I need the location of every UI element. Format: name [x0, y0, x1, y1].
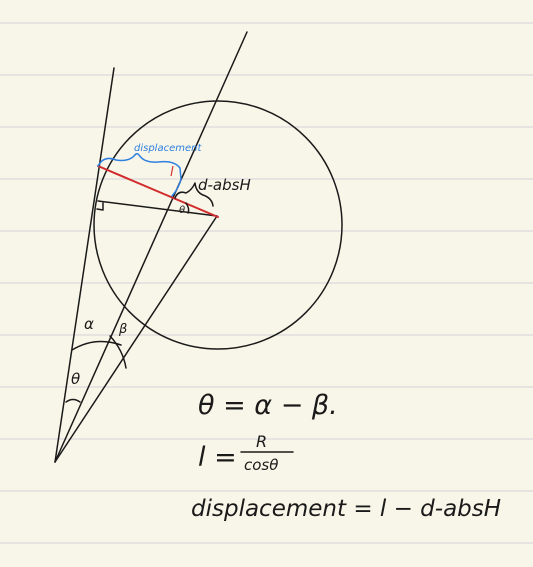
label-theta-small: θ [179, 205, 185, 216]
displacement-brace [97, 152, 182, 197]
beta-arc [109, 335, 127, 369]
label-theta: θ [71, 370, 80, 388]
label-l: l [170, 165, 174, 180]
equation-l-numerator: R [256, 432, 267, 451]
radius-segment [97, 200, 218, 217]
d-absh-brace [174, 182, 214, 207]
label-beta: β [118, 322, 127, 337]
right-angle-mark [96, 202, 104, 211]
label-d-absh: d-absH [198, 176, 251, 194]
equation-l-denominator: cosθ [244, 456, 278, 474]
theta-arc-small [185, 202, 190, 214]
label-alpha: α [84, 315, 94, 333]
circle [93, 100, 343, 350]
equation-theta: θ = α − β. [198, 390, 338, 421]
center-ray [54, 215, 218, 463]
label-displacement: displacement [134, 143, 202, 154]
red-segment-l [97, 165, 219, 218]
equation-displacement: displacement = l − d-absH [191, 496, 501, 522]
alpha-arc [71, 340, 122, 351]
ruled-lines [0, 22, 533, 544]
equation-l-lhs: l = [198, 442, 237, 473]
tangent-ray [54, 67, 115, 463]
theta-arc [65, 398, 81, 403]
center-ray-long [54, 31, 248, 463]
